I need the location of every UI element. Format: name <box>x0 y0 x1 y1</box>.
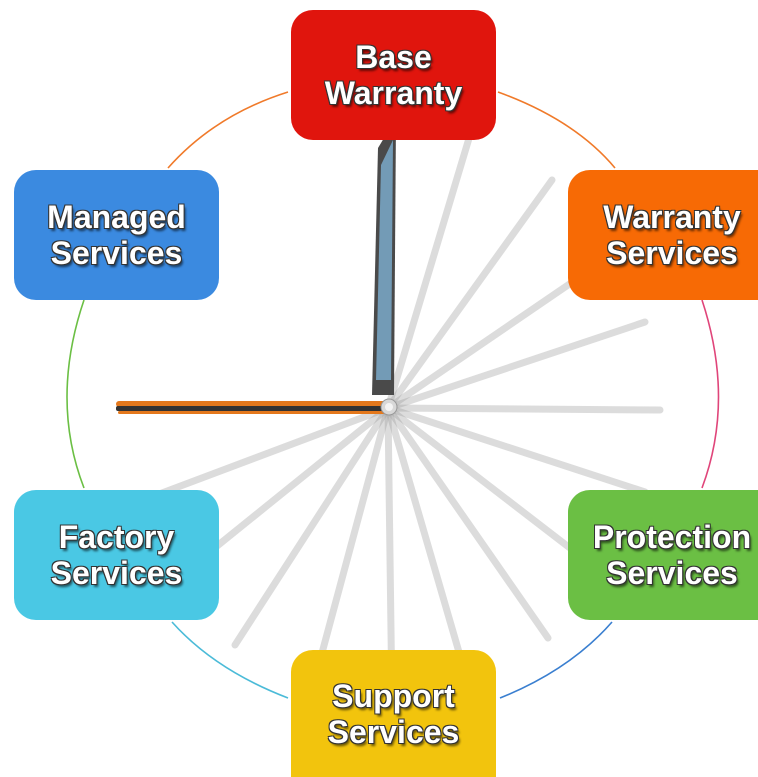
node-label: Managed Services <box>47 199 186 271</box>
node-label: Factory Services <box>50 519 183 591</box>
arc-protection-support <box>499 621 613 699</box>
node-factory-services: Factory Services <box>14 490 219 620</box>
node-base-warranty: Base Warranty <box>291 10 496 140</box>
node-label: Warranty Services <box>603 199 741 271</box>
arc-support-factory <box>171 621 289 699</box>
arc-factory-managed <box>66 299 85 489</box>
node-label: Protection Services <box>592 519 752 591</box>
node-protection-services: Protection Services <box>568 490 758 620</box>
arc-managed-base <box>167 91 289 169</box>
arc-warranty-protection <box>701 299 720 489</box>
node-label: Base Warranty <box>324 39 463 111</box>
arc-base-warranty <box>497 91 616 169</box>
laptop-rotation-image <box>116 118 664 709</box>
node-managed-services: Managed Services <box>14 170 219 300</box>
node-warranty-services: Warranty Services <box>568 170 758 300</box>
node-support-services: Support Services <box>291 650 496 777</box>
node-label: Support Services <box>327 677 460 750</box>
